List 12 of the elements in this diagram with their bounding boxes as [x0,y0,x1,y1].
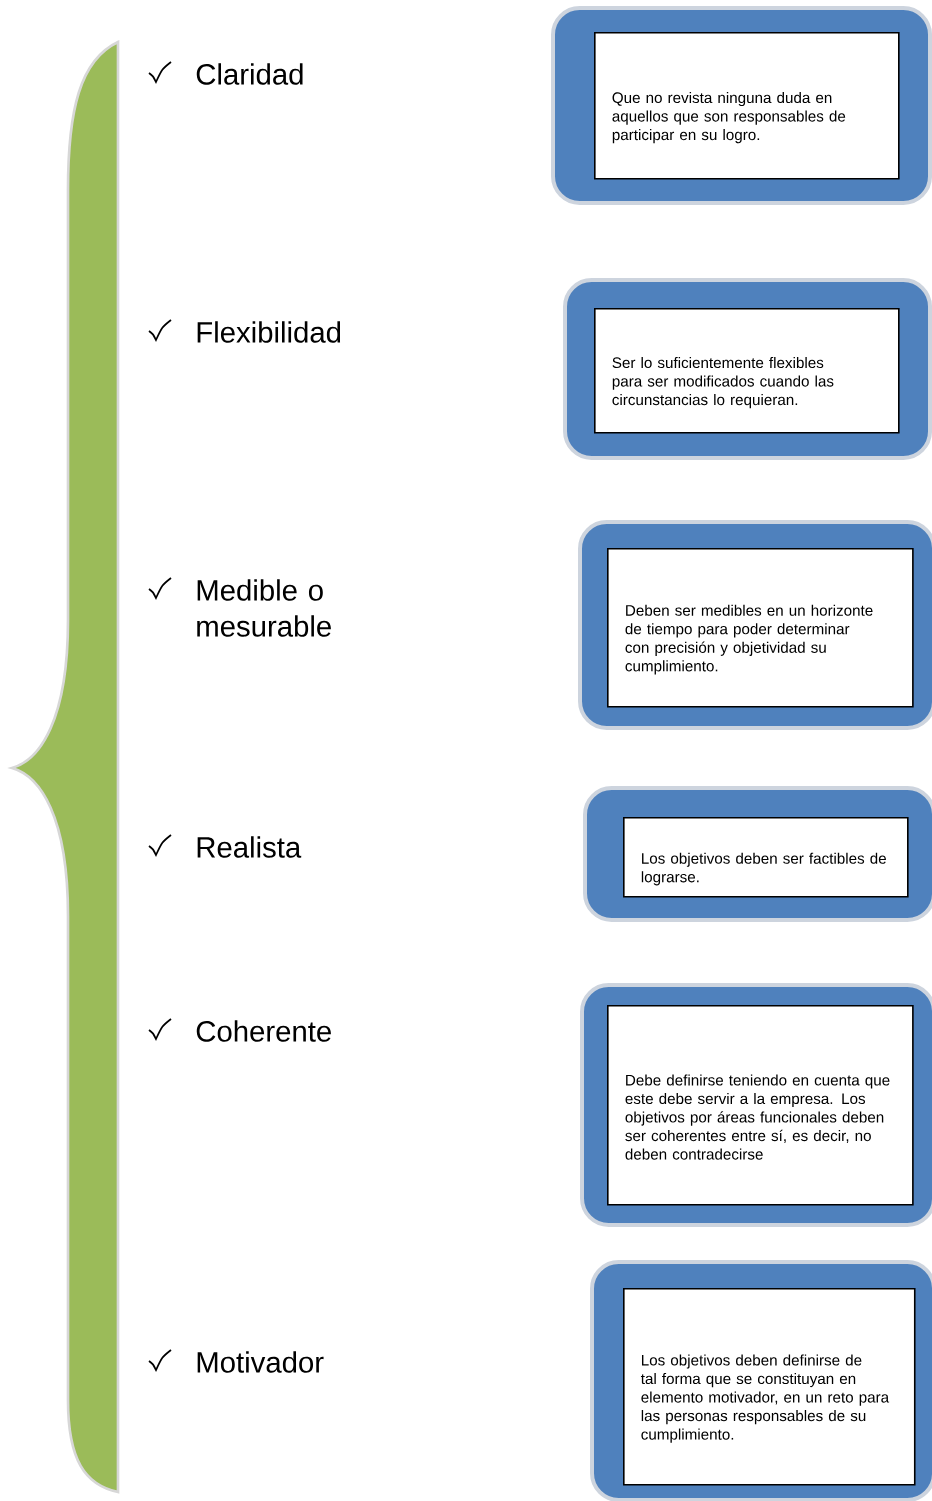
criterion-label: Claridad [196,63,303,85]
criterion-label: Motivador [197,1351,324,1373]
text-box: Debe definirse teniendo en cuenta que este debe servir a la empresa. Los objetivos por áreas funcionales deben ser coherentes entre sí, es decir, no deben contradecirse [580,983,932,1227]
criterion-label: Flexibilidad [197,321,341,343]
text-box: Los objetivos deben definirse de tal forma que se constituyan en elemento motivador, en un reto para las personas responsables de su cumplimiento. [590,1260,932,1501]
text-box: Deben ser medibles en un horizonte de tiempo para poder determinar con precisión y objetividad su cumplimiento. [578,520,932,730]
text-box: Que no revista ninguna duda en aquellos que son responsables de participar en su logro. [551,6,932,205]
criterion-label: Realista [197,836,302,858]
criterion-label: Medible o mesurable [197,579,331,637]
text-box: Ser lo suficientemente flexibles para ser modificados cuando las circunstancias lo requieran. [563,278,932,460]
criterion-label: Coherente [196,1020,331,1042]
text-box: Los objetivos deben ser factibles de lograrse. [583,786,932,922]
